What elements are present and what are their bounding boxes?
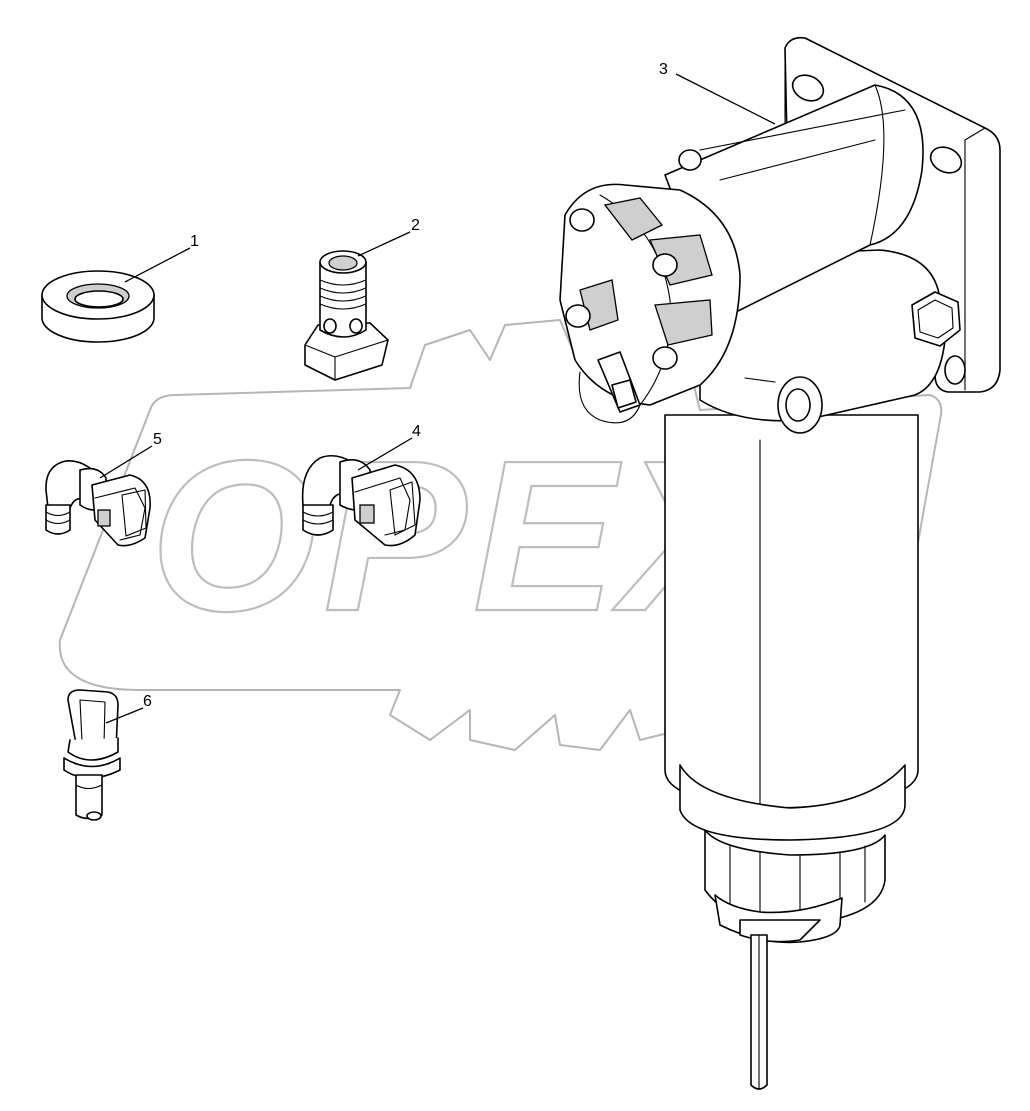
callout-1: 1 <box>190 233 199 250</box>
leader-4 <box>357 437 413 471</box>
part-6-sensor <box>63 689 121 821</box>
callout-2: 2 <box>411 217 420 234</box>
leader-3 <box>675 73 776 125</box>
callout-6: 6 <box>143 693 152 710</box>
part-2-banjo-bolt <box>304 250 389 381</box>
callout-3: 3 <box>659 61 668 78</box>
part-4-quick-connector <box>301 454 421 547</box>
leader-6 <box>105 707 144 724</box>
leader-5 <box>99 445 153 479</box>
part-3-fuel-filter-assembly <box>559 36 1001 1090</box>
watermark-gear-outline <box>58 319 943 751</box>
part-5-quick-connector <box>45 460 151 547</box>
callout-5: 5 <box>153 431 162 448</box>
part-1-washer <box>41 270 155 343</box>
leader-1 <box>124 247 191 283</box>
leader-2 <box>357 231 411 257</box>
callout-leaders <box>99 73 776 724</box>
callout-labels: 1 2 3 4 5 6 <box>143 61 668 710</box>
callout-4: 4 <box>412 423 421 440</box>
pump-bolts <box>565 149 702 370</box>
